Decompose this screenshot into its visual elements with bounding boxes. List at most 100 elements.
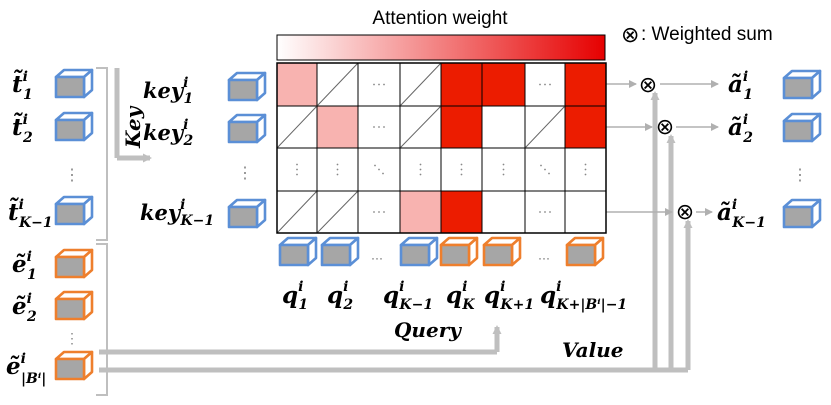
embedding-cube-icon bbox=[227, 71, 267, 102]
embedding-cube-icon bbox=[227, 198, 267, 229]
value-connectors bbox=[99, 91, 693, 373]
ellipsis-dot bbox=[378, 211, 380, 213]
query-label: Query bbox=[394, 318, 462, 342]
attention-cell bbox=[316, 105, 359, 149]
attention-cell bbox=[564, 62, 607, 107]
ellipsis-dot bbox=[296, 163, 298, 166]
output-vertical-ellipsis: ⋮ bbox=[792, 165, 808, 184]
ellipsis-dot bbox=[544, 83, 546, 86]
attention-cell bbox=[440, 105, 483, 149]
ellipsis-dot bbox=[374, 164, 376, 167]
ellipsis-dot bbox=[544, 211, 546, 213]
embedding-cube-icon bbox=[54, 111, 94, 142]
svg-text:qiK+|Bⁱ|−1: qiK+|Bⁱ|−1 bbox=[540, 279, 627, 313]
attention-cell bbox=[564, 105, 607, 149]
target-vertical-ellipsis: ⋮ bbox=[64, 165, 80, 184]
embedding-cube-icon bbox=[54, 350, 94, 381]
ellipsis-dot bbox=[336, 163, 339, 166]
embedding-cube-icon bbox=[782, 198, 822, 229]
attention-cell bbox=[481, 190, 526, 234]
svg-text:ãi1: ãi1 bbox=[728, 69, 753, 103]
ellipsis-dot bbox=[378, 126, 380, 128]
ellipsis-dot bbox=[383, 126, 385, 128]
ellipsis-dot bbox=[373, 126, 375, 128]
svg-text:t̃i2: t̃i2 bbox=[12, 112, 33, 146]
ellipsis-dot bbox=[336, 173, 339, 176]
key-label: Key bbox=[121, 105, 145, 149]
attention-matrix-border bbox=[276, 62, 607, 234]
ellipsis-dot bbox=[549, 83, 551, 86]
svg-text:ẽi2: ẽi2 bbox=[12, 291, 37, 325]
weighted-sum-operator: ⊗ bbox=[656, 114, 674, 139]
attention-cell bbox=[481, 105, 526, 149]
svg-text:t̃i1: t̃i1 bbox=[12, 69, 33, 103]
attention-cell bbox=[481, 62, 526, 107]
key-bracket bbox=[96, 67, 152, 241]
ellipsis-dot bbox=[383, 211, 385, 213]
ellipsis-dot bbox=[502, 173, 505, 176]
masked-cell-slash bbox=[316, 62, 359, 107]
query-horizontal-ellipsis: ··· bbox=[538, 251, 550, 265]
ellipsis-dot bbox=[419, 168, 422, 171]
ellipsis-dot bbox=[540, 164, 542, 167]
embedding-cube-icon bbox=[439, 236, 479, 267]
ellipsis-dot bbox=[378, 83, 380, 86]
value-label: Value bbox=[562, 338, 624, 362]
ellipsis-dot bbox=[296, 168, 298, 171]
attention-cell bbox=[276, 62, 318, 107]
embedding-cube-icon bbox=[54, 68, 94, 99]
attention-cell bbox=[399, 190, 442, 234]
ellipsis-dot bbox=[419, 163, 422, 166]
ellipsis-dot bbox=[502, 168, 505, 171]
masked-cell-slash bbox=[316, 190, 359, 234]
masked-cell-slash bbox=[399, 105, 442, 149]
ellipsis-dot bbox=[539, 83, 541, 86]
attention-cell bbox=[440, 62, 483, 107]
ellipsis-dot bbox=[460, 168, 463, 171]
svg-text:qiK+1: qiK+1 bbox=[484, 279, 534, 313]
masked-cell-slash bbox=[524, 105, 566, 149]
ellipsis-dot bbox=[548, 172, 550, 175]
item-vertical-ellipsis: ⋮ bbox=[65, 331, 79, 347]
ellipsis-dot bbox=[378, 168, 380, 171]
embedding-cube-icon bbox=[399, 236, 439, 267]
svg-text:qiK: qiK bbox=[446, 279, 475, 313]
svg-text:ãi2: ãi2 bbox=[728, 112, 753, 146]
ellipsis-dot bbox=[584, 168, 587, 171]
row-output-lines bbox=[606, 80, 719, 216]
embedding-cube-icon bbox=[482, 236, 522, 267]
colorbar-title: Attention weight bbox=[372, 8, 508, 29]
ellipsis-dot bbox=[296, 173, 298, 176]
weighted-sum-operator: ⊗ bbox=[639, 72, 657, 97]
embedding-cube-icon bbox=[54, 248, 94, 279]
svg-text:qi1: qi1 bbox=[282, 279, 308, 313]
embedding-cubes bbox=[54, 68, 822, 381]
embedding-cube-icon bbox=[320, 236, 360, 267]
ellipsis-dot bbox=[382, 172, 384, 175]
attention-cell bbox=[564, 190, 607, 234]
masked-cell-slash bbox=[276, 105, 318, 149]
ellipsis-dot bbox=[383, 83, 385, 86]
ellipsis-dot bbox=[502, 163, 505, 166]
query-horizontal-ellipsis: ··· bbox=[371, 251, 383, 265]
svg-text:ẽi1: ẽi1 bbox=[12, 249, 37, 283]
ellipsis-dot bbox=[584, 163, 587, 166]
ellipsis-dot bbox=[539, 211, 541, 213]
ellipsis-dot bbox=[419, 173, 422, 176]
svg-text:qi2: qi2 bbox=[327, 279, 353, 313]
